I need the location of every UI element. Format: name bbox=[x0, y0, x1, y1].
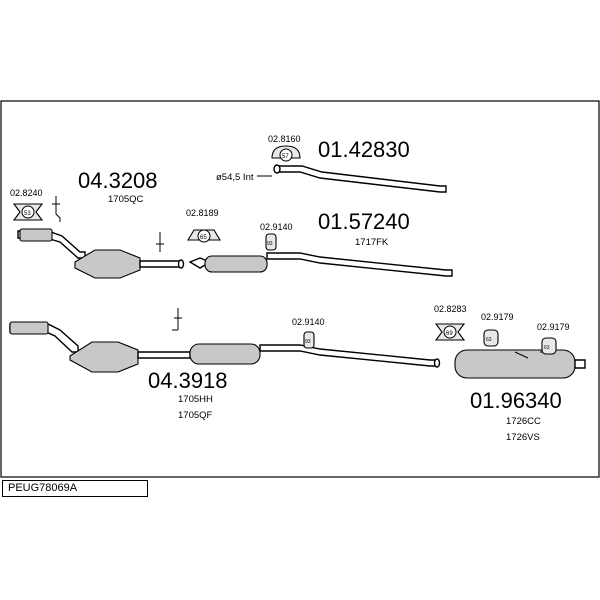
catalyst-04-3208[interactable] bbox=[17, 228, 185, 279]
accessory-ref: 02.9179 bbox=[537, 322, 570, 332]
part-number: 01.96340 bbox=[470, 388, 562, 413]
hanger-02-8160: 57 bbox=[271, 145, 301, 162]
accessory-ref: 02.8160 bbox=[268, 134, 301, 144]
accessory-ref: 02.9140 bbox=[292, 317, 325, 327]
diagram-code-box: PEUG78069A bbox=[2, 480, 148, 497]
hanger-badge: 57 bbox=[282, 154, 289, 160]
hanger-badge: 65 bbox=[200, 235, 207, 241]
accessory-ref: 02.9179 bbox=[481, 312, 514, 322]
part-number: 01.42830 bbox=[318, 137, 410, 162]
accessory-ref: 02.8189 bbox=[186, 208, 219, 218]
hanger-02-9179-a: 63 bbox=[483, 329, 499, 347]
part-number: 04.3918 bbox=[148, 368, 228, 393]
accessory-ref: 02.8283 bbox=[434, 304, 467, 314]
part-number: 01.57240 bbox=[318, 209, 410, 234]
silencer-01-96340[interactable] bbox=[454, 349, 586, 379]
pipe-diameter-note: ø54,5 Int bbox=[216, 172, 254, 183]
diagram-code: PEUG78069A bbox=[8, 482, 78, 494]
part-number: 04.3208 bbox=[78, 168, 158, 193]
hanger-02-9140: 93 bbox=[265, 233, 277, 251]
part-code: 1726VS bbox=[506, 432, 540, 443]
part-code: 1705QF bbox=[178, 410, 213, 421]
hanger-badge: 93 bbox=[267, 241, 273, 247]
clamp-02-8240: 53 bbox=[12, 203, 44, 221]
part-code: 1705HH bbox=[178, 394, 213, 405]
hanger-badge: 63 bbox=[544, 345, 550, 351]
hanger-02-9179-b: 63 bbox=[541, 337, 557, 355]
hanger-02-8189: 65 bbox=[187, 229, 221, 243]
accessory-ref: 02.9140 bbox=[260, 222, 293, 232]
hanger-badge: 69 bbox=[446, 331, 453, 337]
diagram-frame bbox=[0, 100, 600, 478]
hanger-badge: 63 bbox=[486, 337, 492, 343]
part-code: 1705QC bbox=[108, 194, 144, 205]
silencer-01-57240[interactable] bbox=[188, 252, 453, 277]
hanger-02-8283: 69 bbox=[434, 323, 466, 341]
hanger-badge: 93 bbox=[305, 339, 311, 345]
catalyst-04-3918[interactable] bbox=[9, 321, 441, 373]
accessory-ref: 02.8240 bbox=[10, 188, 43, 198]
part-code: 1726CC bbox=[506, 416, 541, 427]
part-code: 1717FK bbox=[355, 237, 389, 248]
hanger-02-9140-b: 93 bbox=[303, 331, 315, 349]
clamp-badge: 53 bbox=[24, 211, 31, 217]
pipe-01-42830[interactable] bbox=[273, 164, 447, 193]
